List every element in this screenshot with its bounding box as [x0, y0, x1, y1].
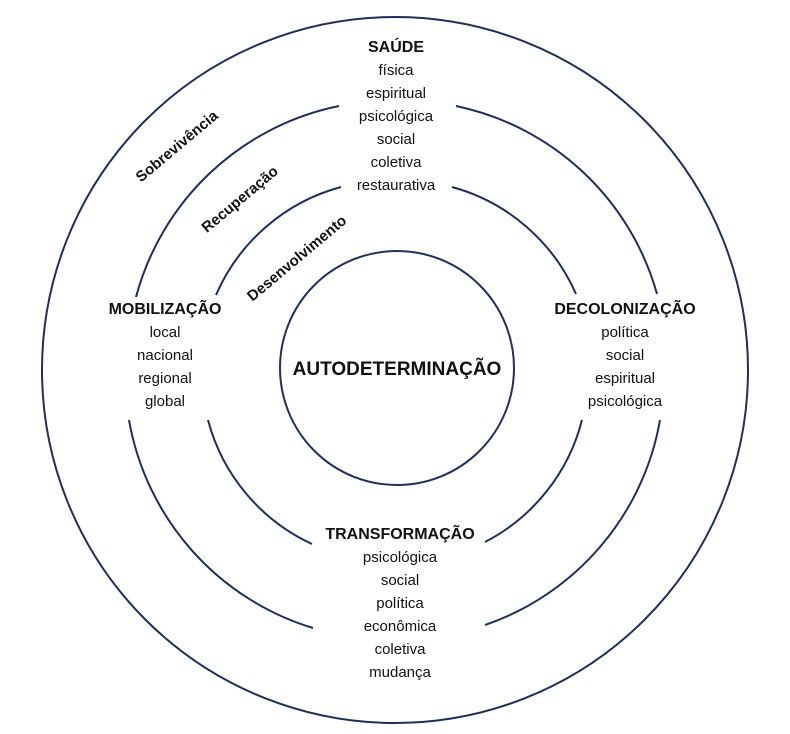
block-item: econômica — [364, 618, 437, 635]
block-item: psicológica — [359, 108, 434, 125]
inner-ring-arc-top-right — [451, 186, 577, 295]
block-item: coletiva — [375, 641, 427, 658]
block-item: restaurativa — [357, 177, 436, 194]
block-item: global — [145, 393, 185, 410]
block-item: espiritual — [595, 370, 655, 387]
center-circle — [279, 250, 515, 486]
inner-ring-arc-top-left — [215, 186, 342, 296]
middle-ring-arc-left — [128, 419, 314, 629]
block-item: nacional — [137, 347, 193, 364]
inner-ring-arc-right — [484, 419, 583, 543]
block-item: política — [376, 595, 424, 612]
block-item: política — [601, 324, 649, 341]
block-item: social — [606, 347, 644, 364]
block-item: regional — [138, 370, 191, 387]
block-health: SAÚDE física espiritual psicológica soci… — [357, 37, 436, 194]
block-item: espiritual — [366, 85, 426, 102]
outer-circle — [41, 16, 749, 724]
block-item: social — [381, 572, 419, 589]
block-title: MOBILIZAÇÃO — [109, 298, 222, 318]
block-item: coletiva — [371, 154, 423, 171]
block-item: psicológica — [588, 393, 663, 410]
block-transformation: TRANSFORMAÇÃO psicológica social polític… — [325, 523, 474, 681]
middle-ring-arc-top-right — [455, 105, 658, 295]
center-label: AUTODETERMINAÇÃO — [293, 358, 502, 380]
block-decolonization: DECOLONIZAÇÃO política social espiritual… — [554, 298, 695, 410]
middle-ring-arc-top-left — [135, 105, 340, 298]
block-item: mudança — [369, 664, 431, 681]
ring-label-development: Desenvolvimento — [244, 212, 350, 305]
block-item: social — [377, 131, 415, 148]
block-item: local — [150, 324, 181, 341]
block-title: TRANSFORMAÇÃO — [325, 523, 474, 543]
inner-ring-arc-left — [207, 419, 313, 545]
block-item: física — [378, 62, 414, 79]
block-title: DECOLONIZAÇÃO — [554, 298, 695, 318]
block-item: psicológica — [363, 549, 438, 566]
middle-ring-arc-right — [484, 419, 661, 626]
block-mobilization: MOBILIZAÇÃO local nacional regional glob… — [109, 298, 222, 410]
block-title: SAÚDE — [368, 37, 424, 56]
